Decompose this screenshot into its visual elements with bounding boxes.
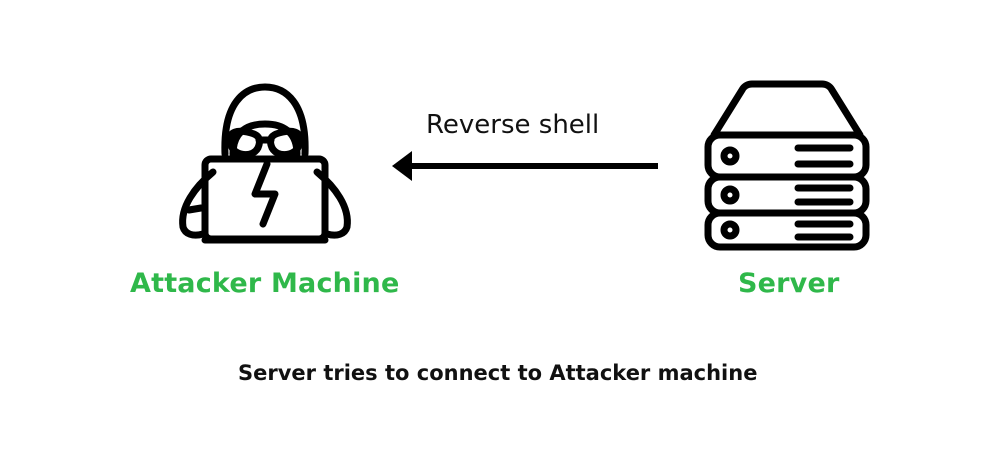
diagram-caption: Server tries to connect to Attacker mach… xyxy=(238,361,758,385)
hacker-laptop-icon xyxy=(179,83,351,244)
server-label: Server xyxy=(738,268,840,299)
attacker-machine-label: Attacker Machine xyxy=(130,268,400,299)
server-stack-icon xyxy=(704,80,870,251)
arrow-left-icon xyxy=(392,151,658,181)
edge-label: Reverse shell xyxy=(426,110,600,140)
